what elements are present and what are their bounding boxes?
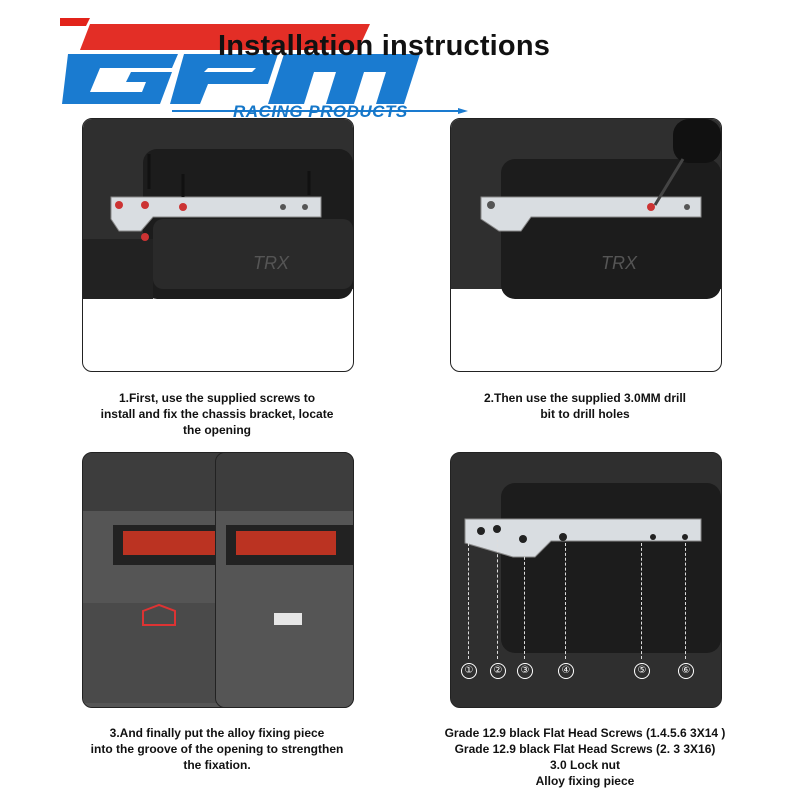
step-2-caption: 2.Then use the supplied 3.0MM drill bit … [483,391,687,421]
parts-photo: ① ② ③ ④ ⑤ ⑥ [450,452,722,708]
step-2-photo: TRX [450,118,722,372]
marker-2: ② [490,663,506,679]
marker-4: ④ [558,663,574,679]
marker-1: ① [461,663,477,679]
svg-text:TRX: TRX [601,253,638,273]
logo-subtitle: RACING PRODUCTS [233,102,408,121]
marker-5: ⑤ [634,663,650,679]
parts-illustration [451,453,721,707]
marker-3: ③ [517,663,533,679]
parts-caption: Grade 12.9 black Flat Head Screws (1.4.5… [444,726,726,788]
step-1-caption: 1.First, use the supplied screws to inst… [100,391,334,437]
marker-6: ⑥ [678,663,694,679]
step-1-photo: TRX [82,118,354,372]
step-3-inset-photo [215,452,354,708]
svg-text:TRX: TRX [253,253,290,273]
drill-illustration: TRX [451,119,721,371]
step-3-caption: 3.And finally put the alloy fixing piece… [90,726,344,772]
page-title: Installation instructions [218,30,551,62]
chassis-bracket-illustration: TRX [83,119,353,371]
alloy-piece-illustration [216,453,353,707]
gpm-logo: RACING PRODUCTS [60,10,470,121]
gpm-logo-graphic [60,18,468,114]
